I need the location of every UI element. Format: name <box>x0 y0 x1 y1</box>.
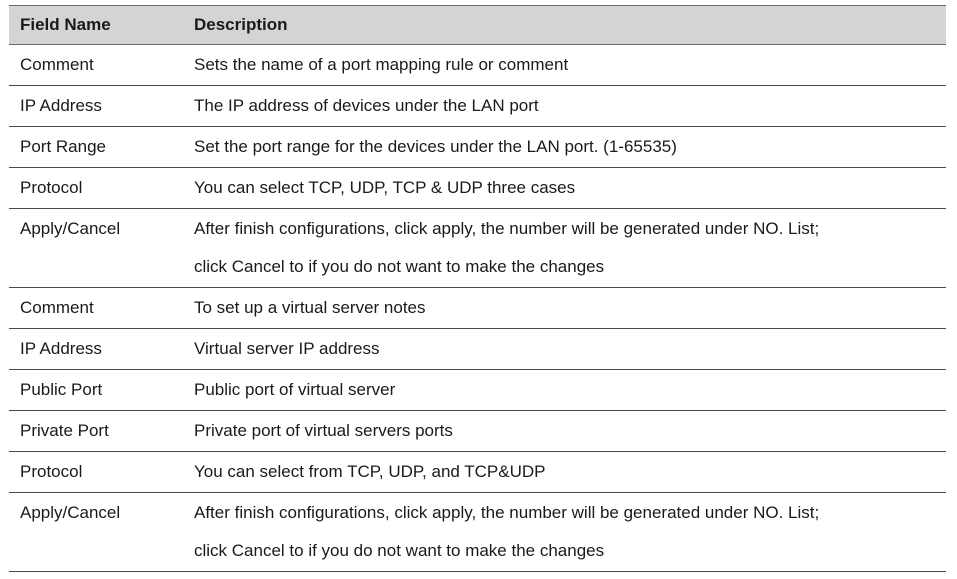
table-row: Apply/Cancel After finish configurations… <box>9 492 946 572</box>
description-cell: Public port of virtual server <box>183 369 946 411</box>
field-name-cell: Public Port <box>9 369 183 411</box>
table-row: Private Port Private port of virtual ser… <box>9 410 946 452</box>
table-row: Apply/Cancel After finish configurations… <box>9 208 946 288</box>
description-line-2: click Cancel to if you do not want to ma… <box>194 541 605 560</box>
description-cell: To set up a virtual server notes <box>183 287 946 329</box>
table-row: Comment Sets the name of a port mapping … <box>9 44 946 86</box>
field-name-cell: Protocol <box>9 167 183 209</box>
field-name-cell: Comment <box>9 287 183 329</box>
table-row: Port Range Set the port range for the de… <box>9 126 946 168</box>
field-name-cell: IP Address <box>9 328 183 370</box>
table-body: Comment Sets the name of a port mapping … <box>9 44 946 572</box>
field-name-cell: Apply/Cancel <box>9 208 183 288</box>
table-row: Public Port Public port of virtual serve… <box>9 369 946 411</box>
field-name-cell: Port Range <box>9 126 183 168</box>
description-cell: The IP address of devices under the LAN … <box>183 85 946 127</box>
description-cell: After finish configurations, click apply… <box>183 208 946 288</box>
table-row: IP Address Virtual server IP address <box>9 328 946 370</box>
description-cell: Private port of virtual servers ports <box>183 410 946 452</box>
description-cell: Set the port range for the devices under… <box>183 126 946 168</box>
field-name-cell: Protocol <box>9 451 183 493</box>
description-line-2: click Cancel to if you do not want to ma… <box>194 257 605 276</box>
table-row: Comment To set up a virtual server notes <box>9 287 946 329</box>
header-field-name: Field Name <box>9 5 183 45</box>
field-name-cell: Private Port <box>9 410 183 452</box>
table-row: Protocol You can select TCP, UDP, TCP & … <box>9 167 946 209</box>
field-name-cell: Apply/Cancel <box>9 492 183 572</box>
table-header: Field Name Description <box>9 5 946 45</box>
field-name-cell: Comment <box>9 44 183 86</box>
table-row: IP Address The IP address of devices und… <box>9 85 946 127</box>
header-description: Description <box>183 5 946 45</box>
description-cell: You can select TCP, UDP, TCP & UDP three… <box>183 167 946 209</box>
description-cell: Sets the name of a port mapping rule or … <box>183 44 946 86</box>
description-line-1: After finish configurations, click apply… <box>194 503 820 522</box>
header-row: Field Name Description <box>9 5 946 45</box>
table-row: Protocol You can select from TCP, UDP, a… <box>9 451 946 493</box>
field-description-table: Field Name Description Comment Sets the … <box>9 5 946 572</box>
description-cell: After finish configurations, click apply… <box>183 492 946 572</box>
description-cell: Virtual server IP address <box>183 328 946 370</box>
description-line-1: After finish configurations, click apply… <box>194 219 820 238</box>
field-name-cell: IP Address <box>9 85 183 127</box>
description-cell: You can select from TCP, UDP, and TCP&UD… <box>183 451 946 493</box>
